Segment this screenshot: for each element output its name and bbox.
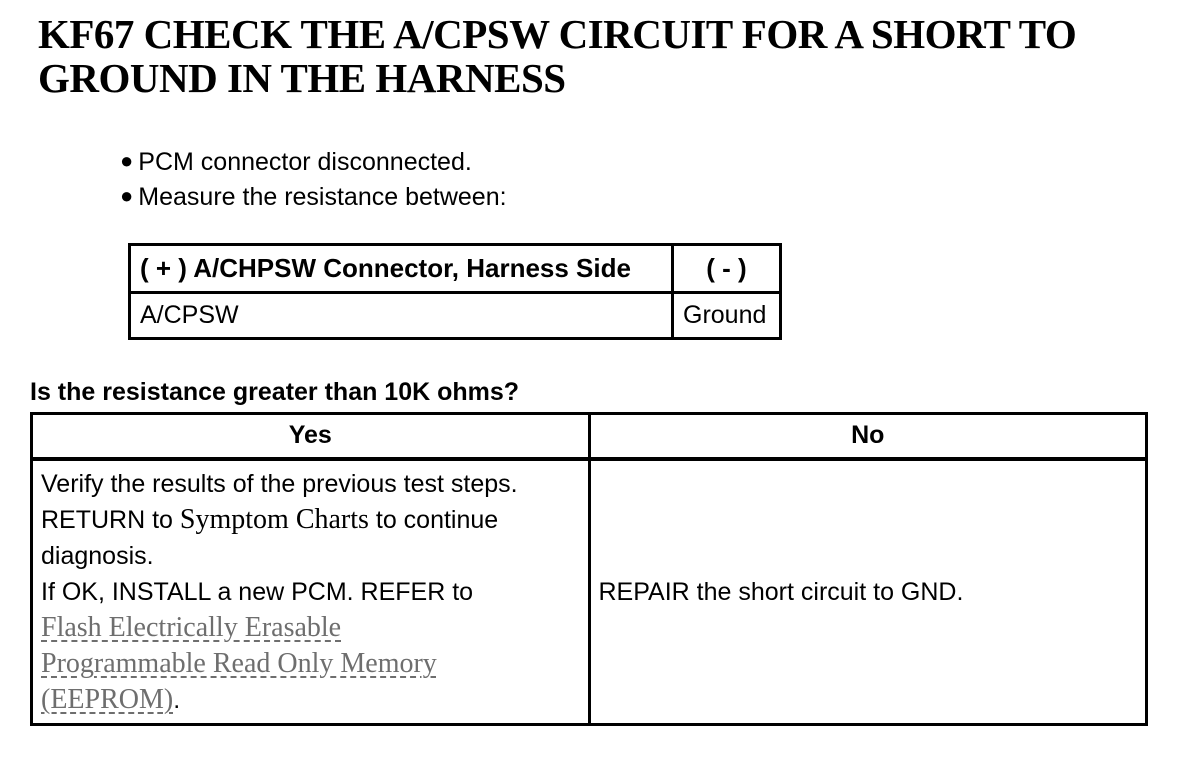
pinpoint-test-page: KF67 CHECK THE A/CPSW CIRCUIT FOR A SHOR… xyxy=(0,12,1200,758)
no-repair-text: REPAIR the short circuit to GND. xyxy=(598,577,964,606)
measurement-header-minus: ( - ) xyxy=(671,242,782,294)
eeprom-period: . xyxy=(173,686,181,715)
table-row: ( + ) A/CHPSW Connector, Harness Side ( … xyxy=(128,242,782,294)
yes-return-suffix: to continue diagnosis. xyxy=(41,506,499,571)
eeprom-link-line2[interactable]: Programmable Read Only Memory xyxy=(41,648,437,680)
eeprom-link-line1[interactable]: Flash Electrically Erasable xyxy=(41,612,342,644)
table-row: A/CPSW Ground xyxy=(128,290,782,340)
table-row: Yes No xyxy=(30,411,1148,462)
page-title-line2: GROUND IN THE HARNESS xyxy=(38,55,566,102)
instruction-text: PCM connector disconnected. xyxy=(138,147,472,176)
no-result-cell: REPAIR the short circuit to GND. xyxy=(587,457,1148,727)
bullet-icon: ● xyxy=(120,147,134,173)
yes-return-prefix: RETURN to xyxy=(41,506,180,535)
no-column-header: No xyxy=(587,411,1148,462)
measurement-table: ( + ) A/CHPSW Connector, Harness Side ( … xyxy=(128,242,782,340)
yes-ifok-text: If OK, INSTALL a new PCM. REFER to xyxy=(41,578,474,607)
table-row: Verify the results of the previous test … xyxy=(30,457,1148,727)
page-title-line1: KF67 CHECK THE A/CPSW CIRCUIT FOR A SHOR… xyxy=(38,11,1077,57)
symptom-charts-link[interactable]: Symptom Charts xyxy=(179,504,369,536)
bullet-icon: ● xyxy=(120,182,134,208)
yes-result-cell: Verify the results of the previous test … xyxy=(30,457,591,727)
instruction-list: ● PCM connector disconnected. ● Measure … xyxy=(120,145,1200,215)
results-table: Yes No Verify the results of the previou… xyxy=(30,411,1148,727)
eeprom-link-line3[interactable]: (EEPROM) xyxy=(41,684,174,716)
page-title: KF67 CHECK THE A/CPSW CIRCUIT FOR A SHOR… xyxy=(38,12,1118,101)
yes-verify-text: Verify the results of the previous test … xyxy=(41,470,518,499)
list-item: ● Measure the resistance between: xyxy=(120,180,1200,215)
test-question: Is the resistance greater than 10K ohms? xyxy=(30,377,520,406)
list-item: ● PCM connector disconnected. xyxy=(120,145,1200,180)
instruction-text: Measure the resistance between: xyxy=(138,182,507,211)
measurement-header-plus: ( + ) A/CHPSW Connector, Harness Side xyxy=(128,242,674,294)
measurement-cell-ground: Ground xyxy=(671,290,782,340)
measurement-cell-circuit: A/CPSW xyxy=(128,290,674,340)
yes-column-header: Yes xyxy=(30,411,591,462)
